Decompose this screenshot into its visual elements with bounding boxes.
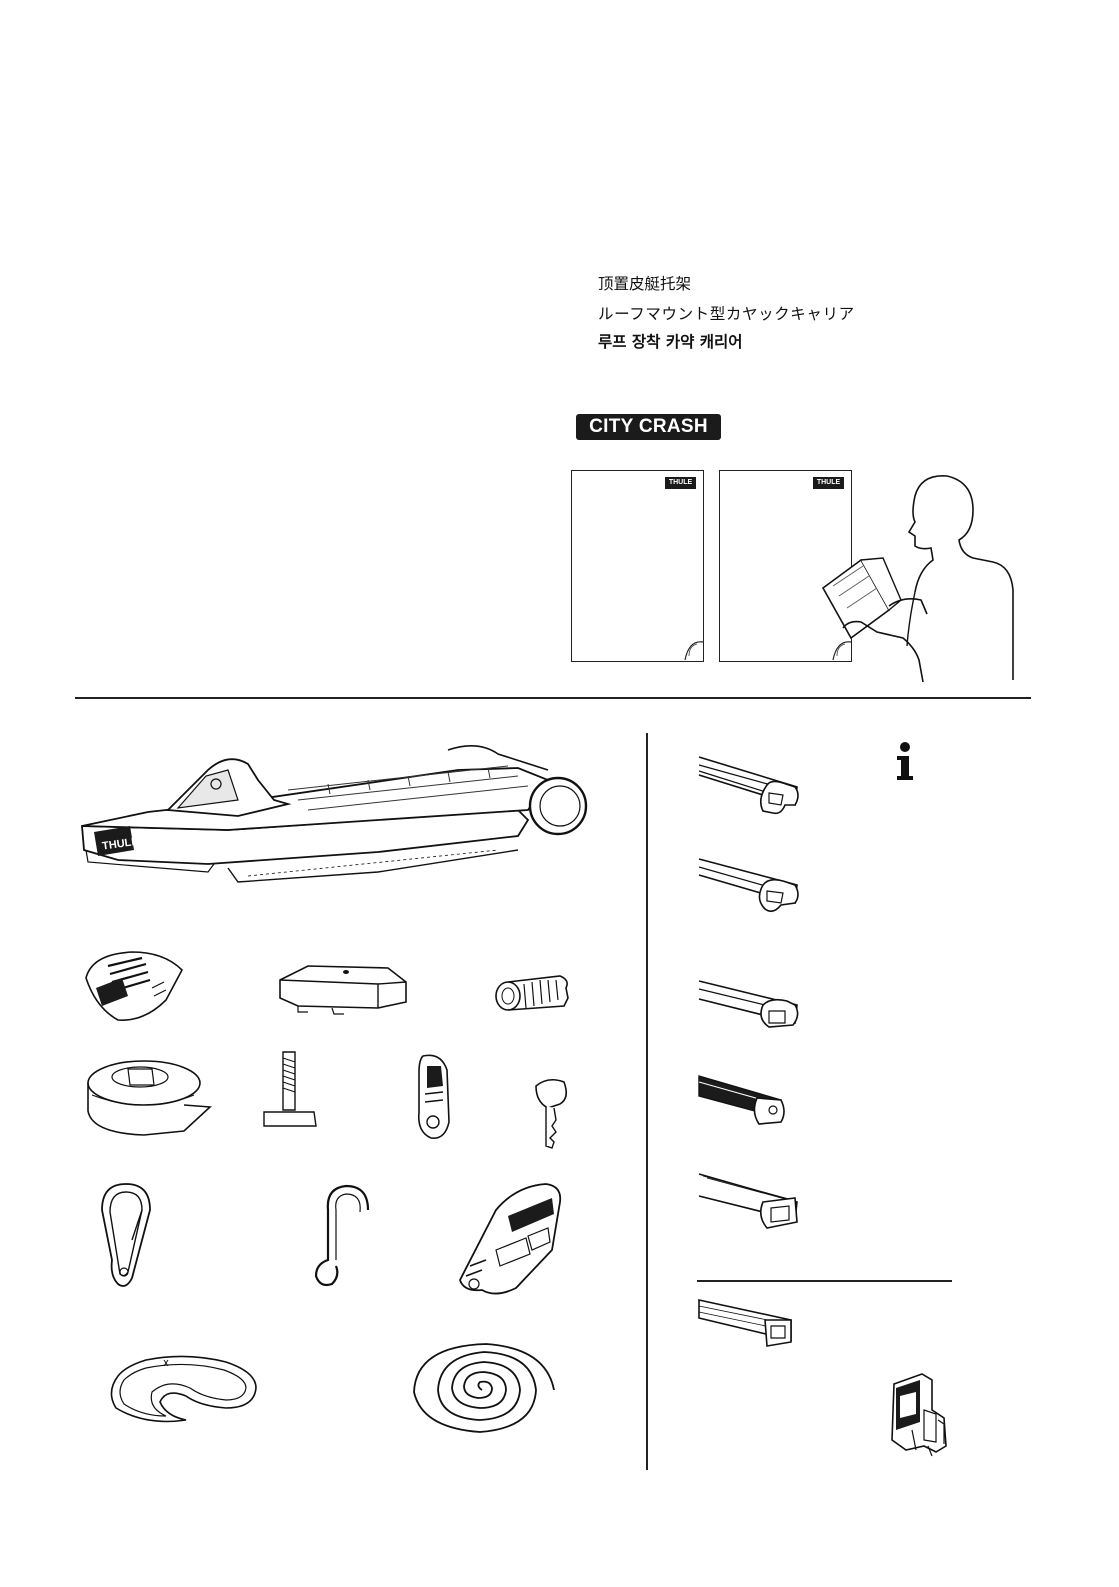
- kayak-carrier-illustration: THULE: [78, 740, 588, 890]
- strap-tensioner-part: [456, 1180, 566, 1300]
- manual-page-1: THULE: [571, 470, 704, 662]
- lock-cylinder-part: [494, 970, 574, 1020]
- wing-rail-part: [697, 1072, 797, 1132]
- square-bar-part: [697, 1298, 797, 1354]
- spiral-cord-part: [408, 1346, 558, 1436]
- column-divider: [646, 733, 648, 1470]
- rail-divider: [697, 1280, 952, 1282]
- info-icon: [893, 742, 917, 782]
- aero-rail-2-part: [697, 855, 801, 919]
- t-bolt-part: [260, 1050, 320, 1130]
- end-cap-part: [82, 948, 192, 1026]
- strap-roll-part: [84, 1055, 214, 1135]
- carabiner-part: [96, 1180, 156, 1292]
- adapter-bracket-part: [886, 1370, 956, 1460]
- title-korean: 루프 장착 카약 캐리어: [598, 332, 743, 352]
- city-crash-badge: CITY CRASH: [576, 414, 721, 440]
- rubber-band-part: [106, 1352, 266, 1432]
- strap-buckle-part: [413, 1052, 463, 1142]
- aero-rail-1-part: [697, 755, 801, 819]
- title-chinese: 顶置皮艇托架: [598, 274, 691, 294]
- key-part: [530, 1076, 574, 1152]
- title-japanese: ルーフマウント型カヤックキャリア: [598, 304, 855, 324]
- section-divider: [75, 697, 1031, 699]
- slim-rail-part: [697, 975, 801, 1039]
- pro-rail-part: [697, 1172, 801, 1236]
- person-reading-illustration: [823, 470, 1023, 690]
- page-curl-icon: [571, 470, 704, 662]
- s-hook-part: [306, 1180, 376, 1292]
- base-plate-part: [278, 958, 418, 1018]
